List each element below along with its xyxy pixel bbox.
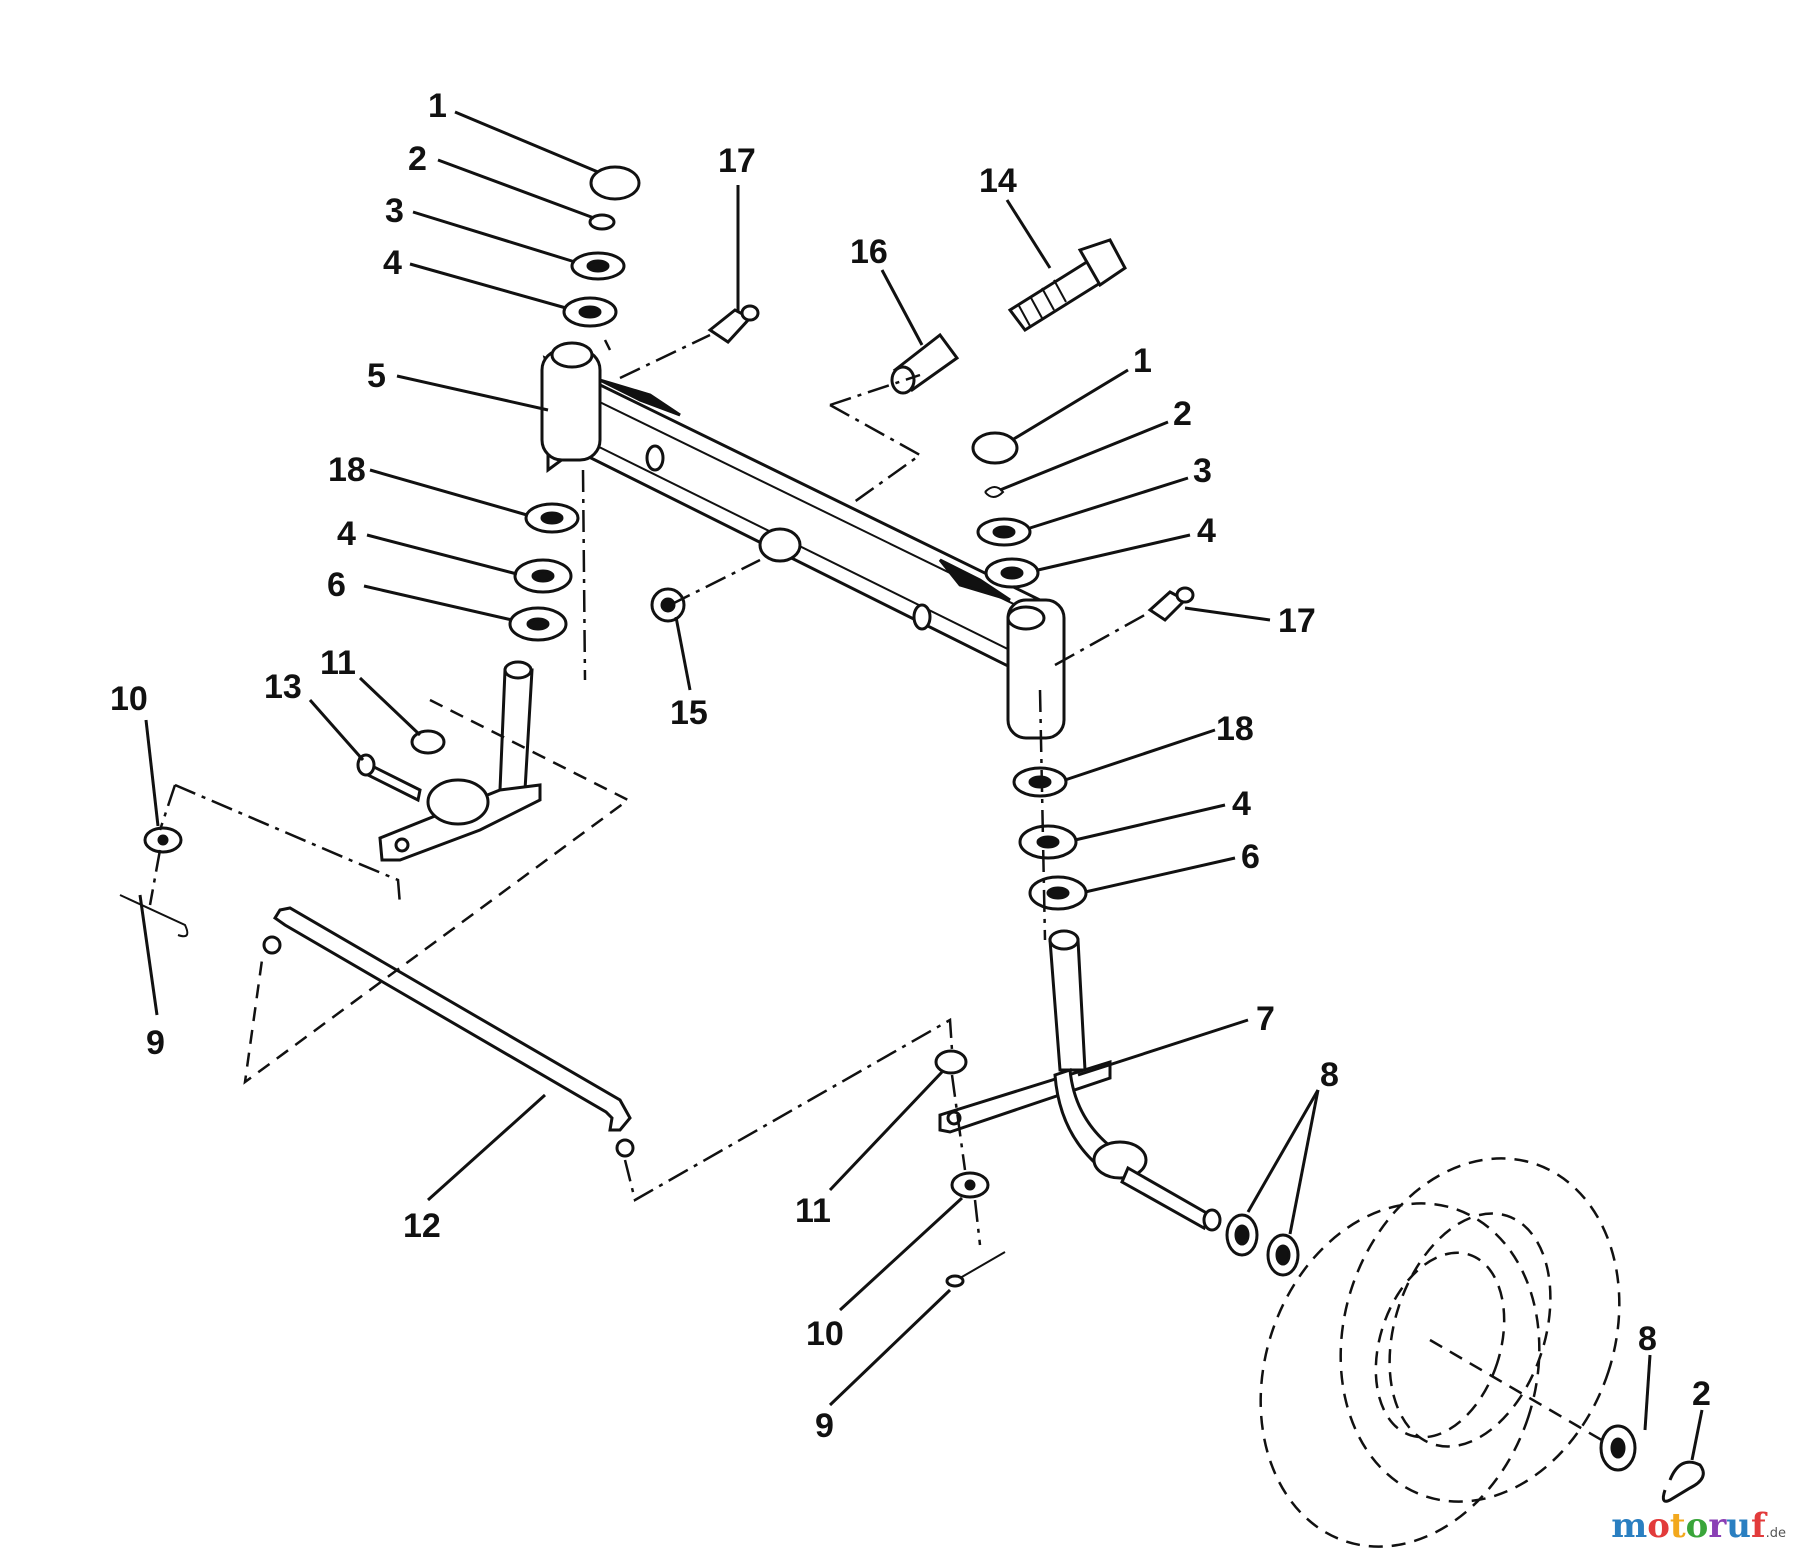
axle-beam: [540, 341, 1066, 740]
callout-labels: 1 2 3 4 5 18 4 6 17 16 14 1 2 3 4 17 15 …: [110, 87, 1711, 1445]
callout-9-left: 9: [146, 1024, 165, 1062]
callout-18-right: 18: [1216, 710, 1254, 748]
nut: [650, 587, 686, 623]
callout-11-right: 11: [795, 1192, 831, 1230]
callout-15: 15: [670, 694, 708, 732]
callout-11-left: 11: [320, 644, 356, 682]
pivot-bushing: [890, 332, 960, 395]
left-washer-and-pin: [119, 826, 189, 938]
watermark-logo-text: motoruf: [1611, 1506, 1766, 1546]
callout-14: 14: [979, 162, 1017, 200]
callout-8-lower: 8: [1638, 1320, 1657, 1358]
callout-3-upper-left: 3: [385, 192, 404, 230]
watermark-logo-suffix: .de: [1765, 1526, 1786, 1541]
callout-4-left: 4: [337, 515, 356, 553]
callout-2-right: 2: [1173, 395, 1192, 433]
callout-5: 5: [367, 357, 386, 395]
callout-12: 12: [403, 1207, 441, 1245]
upper-left-stack: [562, 165, 641, 328]
grease-fitting-upper: [707, 304, 760, 344]
pivot-bolt: [1007, 238, 1127, 333]
callout-4-upper-left: 4: [383, 244, 402, 282]
leader-lines: [138, 110, 1704, 1461]
retaining-clip: [1661, 1460, 1705, 1503]
callout-10-right: 10: [806, 1315, 844, 1353]
callout-3-right: 3: [1193, 452, 1212, 490]
grease-fitting-right: [1147, 586, 1195, 622]
left-spindle: [356, 660, 542, 862]
callout-4-lower-right: 4: [1232, 785, 1251, 823]
upper-right-stack: [971, 431, 1040, 589]
callout-4-right: 4: [1197, 512, 1216, 550]
watermark-logo: motoruf.de: [1611, 1506, 1786, 1546]
callout-6-left: 6: [327, 566, 346, 604]
callout-8-upper: 8: [1320, 1056, 1339, 1094]
callout-1-upper-left: 1: [428, 87, 447, 125]
wheel-washer: [1599, 1424, 1637, 1472]
callout-2-upper-left: 2: [408, 140, 427, 178]
wheel: [1259, 1157, 1621, 1548]
callout-17-upper: 17: [718, 142, 756, 180]
callout-2-lower: 2: [1692, 1375, 1711, 1413]
callout-1-right: 1: [1133, 342, 1152, 380]
callout-18-left: 18: [328, 451, 366, 489]
right-washer-and-pin: [934, 1049, 1006, 1288]
callout-16: 16: [850, 233, 888, 271]
assembly-lines: [148, 333, 1151, 1246]
callout-7: 7: [1256, 1000, 1275, 1038]
right-spindle: [938, 929, 1300, 1277]
callout-6-right: 6: [1241, 838, 1260, 876]
callout-17-right: 17: [1278, 602, 1316, 640]
drag-link: [262, 906, 635, 1158]
callout-10-left: 10: [110, 680, 148, 718]
callout-13: 13: [264, 668, 302, 706]
left-spindle-stack: [508, 502, 580, 642]
callout-9-right: 9: [815, 1407, 834, 1445]
